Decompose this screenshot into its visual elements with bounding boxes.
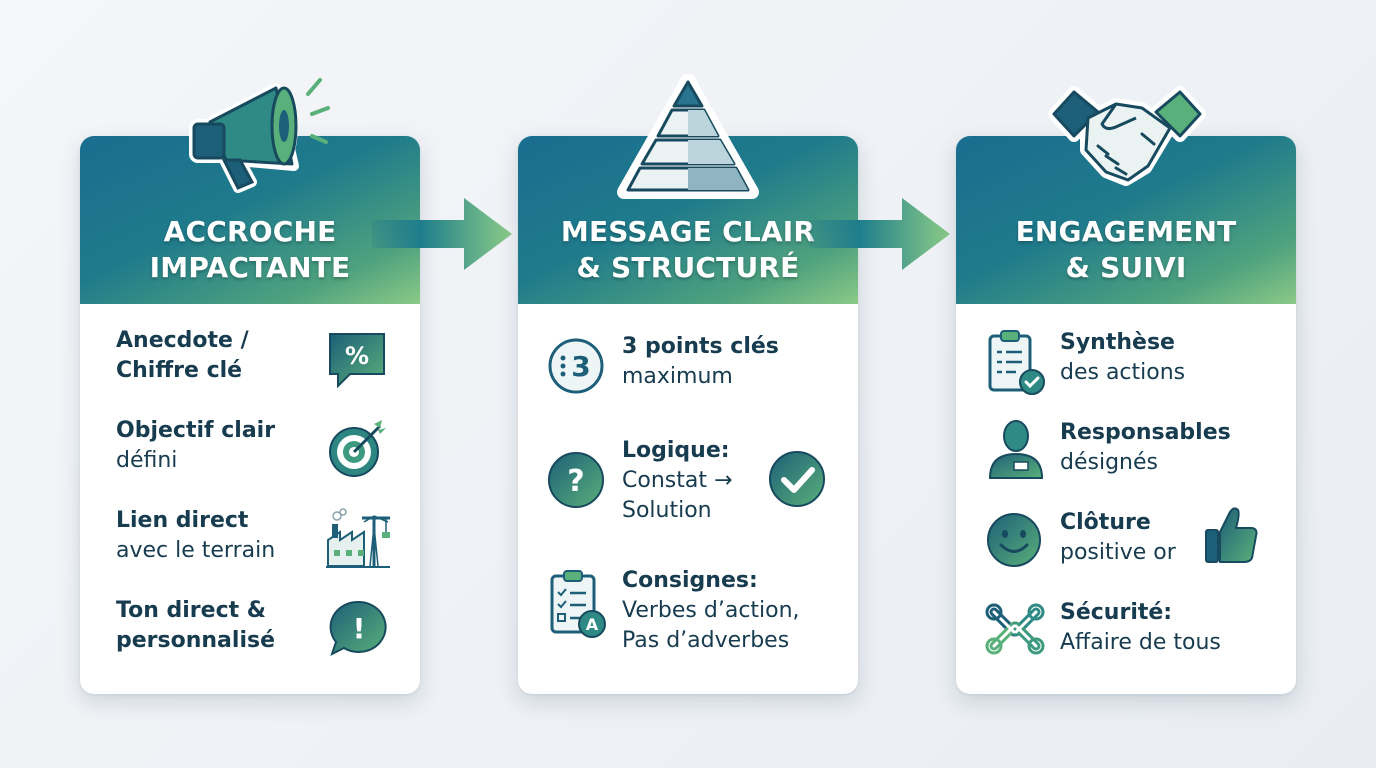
card-title-line1: ENGAGEMENT: [1015, 215, 1237, 248]
item-subtitle: Verbes d’action,: [622, 598, 800, 623]
list-three-icon: 3: [548, 338, 604, 394]
chain-link-icon: [985, 603, 1045, 655]
item-title: Chiffre clé: [116, 358, 243, 383]
card-title-line2: IMPACTANTE: [149, 251, 351, 284]
item-title: Ton direct &: [116, 598, 266, 623]
item-title: personnalisé: [116, 628, 275, 653]
card-title-line2: & SUIVI: [1065, 251, 1187, 284]
item-subtitle: Pas d’adverbes: [622, 628, 790, 653]
item-title: Consignes:: [622, 568, 758, 593]
card-message: MESSAGE CLAIR & STRUCTURÉ 3 3 points clé…: [518, 136, 858, 694]
exclamation-bubble-icon: !: [329, 600, 387, 656]
card-title: ENGAGEMENT & SUIVI: [956, 214, 1296, 286]
question-icon: ?: [548, 452, 604, 508]
person-badge-icon: [988, 420, 1044, 479]
arrow-right-icon: [372, 198, 512, 270]
item-subtitle: positive or: [1060, 540, 1176, 565]
card-title: ACCROCHE IMPACTANTE: [80, 214, 420, 286]
card-title-line2: & STRUCTURÉ: [576, 251, 800, 284]
card-title: MESSAGE CLAIR & STRUCTURÉ: [518, 214, 858, 286]
card-engagement: ENGAGEMENT & SUIVI Synthèse des actions: [956, 136, 1296, 694]
item-title: Objectif clair: [116, 418, 276, 443]
thumbs-up-icon: [1205, 507, 1258, 563]
megaphone-icon: [189, 78, 330, 193]
item-title: Anecdote /: [116, 328, 249, 353]
icon-glyph: %: [345, 342, 369, 370]
smiley-icon: [987, 513, 1041, 567]
pyramid-icon: [617, 74, 759, 199]
card-title-line1: MESSAGE CLAIR: [560, 215, 816, 248]
item-title: Logique:: [622, 438, 730, 463]
item-title: Lien direct: [116, 508, 249, 533]
clipboard-a-icon: A: [550, 570, 606, 638]
check-circle-icon: [769, 451, 825, 507]
item-subtitle: des actions: [1060, 360, 1186, 385]
item-title: Clôture: [1060, 510, 1151, 535]
card-title-line1: ACCROCHE: [163, 215, 337, 248]
item-title: Synthèse: [1060, 330, 1175, 355]
item-subtitle: avec le terrain: [116, 538, 276, 563]
icon-glyph: !: [353, 612, 366, 645]
target-icon: [329, 420, 386, 477]
item-subtitle: maximum: [622, 364, 733, 389]
icon-glyph: A: [586, 615, 599, 634]
item-subtitle: défini: [116, 448, 178, 473]
factory-crane-icon: [326, 508, 390, 568]
item-title: Responsables: [1060, 420, 1231, 445]
item-subtitle: désignés: [1060, 450, 1158, 475]
item-subtitle: Solution: [622, 498, 712, 523]
icon-glyph: ?: [567, 464, 584, 499]
card-accroche: ACCROCHE IMPACTANTE Anecdote / Chiffre c…: [80, 136, 420, 694]
arrow-right-icon: [810, 198, 950, 270]
icon-glyph: 3: [571, 350, 590, 383]
item-title: 3 points clés: [622, 334, 779, 359]
percent-speech-bubble-icon: %: [329, 333, 385, 389]
checklist-clipboard-icon: [988, 330, 1045, 395]
item-subtitle: Constat →: [622, 468, 733, 493]
item-title: Sécurité:: [1060, 600, 1173, 625]
item-subtitle: Affaire de tous: [1060, 630, 1221, 655]
handshake-icon: [1048, 86, 1206, 186]
